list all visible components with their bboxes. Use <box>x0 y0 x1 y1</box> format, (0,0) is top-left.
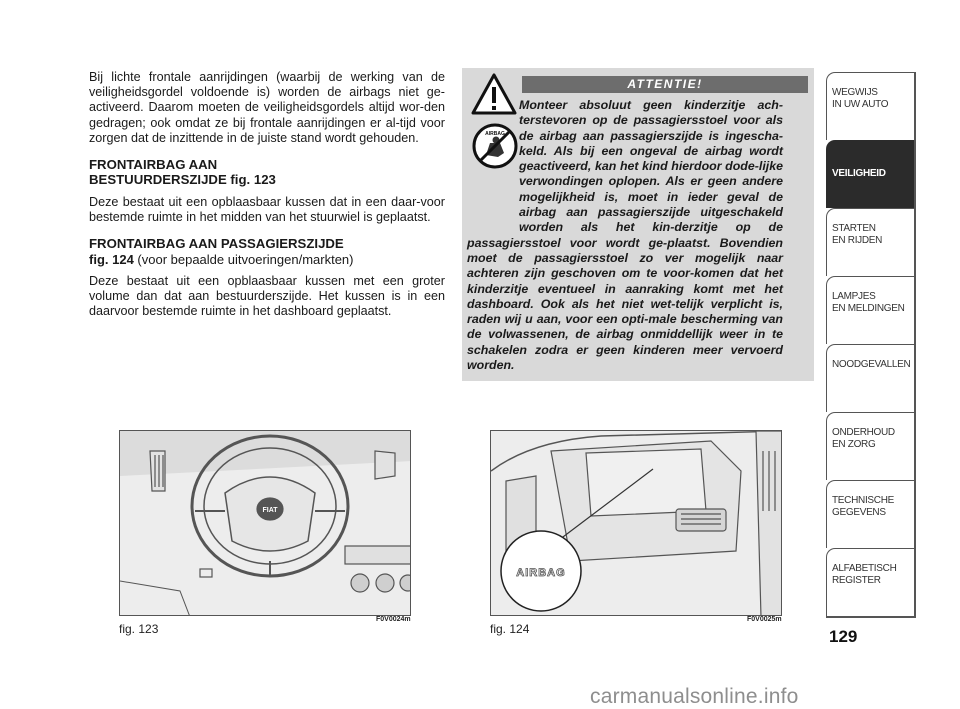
warning-text: Monteer absoluut geen kinderzitje ach-te… <box>467 98 783 373</box>
chapter-tab-label: TECHNISCHE GEGEVENS <box>832 495 895 518</box>
driver-airbag-paragraph: Deze bestaat uit een opblaasbaar kussen … <box>89 194 445 225</box>
code-fig-123: F0V0024m <box>376 616 411 623</box>
tabs-right-border <box>914 72 916 617</box>
chapter-tab-label: ONDERHOUD EN ZORG <box>832 427 895 450</box>
heading-passenger-airbag: FRONTAIRBAG AAN PASSAGIERSZIJDE <box>89 236 344 252</box>
warning-triangle-icon <box>471 73 517 115</box>
chapter-tab-label: STARTEN EN RIJDEN <box>832 223 883 246</box>
caption-fig-123: fig. 123 <box>119 622 159 636</box>
tabs-bottom-border <box>826 616 916 618</box>
passenger-airbag-paragraph: Deze bestaat uit een opblaasbaar kussen … <box>89 273 445 319</box>
chapter-tab-1[interactable]: VEILIGHEID <box>826 140 916 208</box>
fig-124-reference: fig. 124 <box>89 251 134 267</box>
watermark: carmanualsonline.info <box>590 685 799 708</box>
no-child-seat-airbag-label: AIRBAG <box>485 131 505 137</box>
warning-header: ATTENTIE! <box>522 76 808 93</box>
passenger-airbag-subheading: fig. 124 (voor bepaalde uitvoeringen/mar… <box>89 252 445 267</box>
chapter-tab-label: WEGWIJS IN UW AUTO <box>832 87 889 110</box>
chapter-tab-label: NOODGEVALLEN <box>832 359 911 370</box>
chapter-tab-6[interactable]: TECHNISCHE GEGEVENS <box>826 480 916 548</box>
page-number: 129 <box>829 627 858 646</box>
chapter-tab-label: ALFABETISCH REGISTER <box>832 563 897 586</box>
chapter-tab-0[interactable]: WEGWIJS IN UW AUTO <box>826 72 916 140</box>
chapter-tab-3[interactable]: LAMPJES EN MELDINGEN <box>826 276 916 344</box>
warning-box: ATTENTIE! AIRBAG Monteer absoluut geen k… <box>462 68 814 381</box>
warning-text-wrapper: Monteer absoluut geen kinderzitje ach-te… <box>467 98 783 373</box>
heading-driver-airbag: FRONTAIRBAG AAN BESTUURDERSZIJDE fig. 12… <box>89 157 445 188</box>
chapter-tab-label: LAMPJES EN MELDINGEN <box>832 291 905 314</box>
code-fig-124: F0V0025m <box>747 616 782 623</box>
chapter-tab-5[interactable]: ONDERHOUD EN ZORG <box>826 412 916 480</box>
market-note: (voor bepaalde uitvoeringen/markten) <box>133 251 354 267</box>
fig123-badge: FIAT <box>262 507 278 514</box>
intro-paragraph: Bij lichte frontale aanrijdingen (waarbi… <box>89 70 445 145</box>
no-child-seat-airbag-icon: AIRBAG <box>472 123 518 169</box>
chapter-tab-4[interactable]: NOODGEVALLEN <box>826 344 916 412</box>
figure-123-steering-wheel: FIAT <box>119 430 411 616</box>
chapter-tab-2[interactable]: STARTEN EN RIJDEN <box>826 208 916 276</box>
chapter-tabs: WEGWIJS IN UW AUTO VEILIGHEID STARTEN EN R… <box>826 72 916 616</box>
left-column: Bij lichte frontale aanrijdingen (waarbi… <box>89 70 445 319</box>
fig124-airbag-callout: AIRBAG <box>516 567 565 579</box>
heading-driver-line1: FRONTAIRBAG AAN <box>89 157 218 173</box>
figure-124-passenger-dashboard: AIRBAG <box>490 430 782 616</box>
chapter-tab-label: VEILIGHEID <box>832 168 886 179</box>
chapter-tab-7[interactable]: ALFABETISCH REGISTER <box>826 548 916 616</box>
caption-fig-124: fig. 124 <box>490 622 530 636</box>
heading-driver-line2: BESTUURDERSZIJDE fig. 123 <box>89 172 276 188</box>
